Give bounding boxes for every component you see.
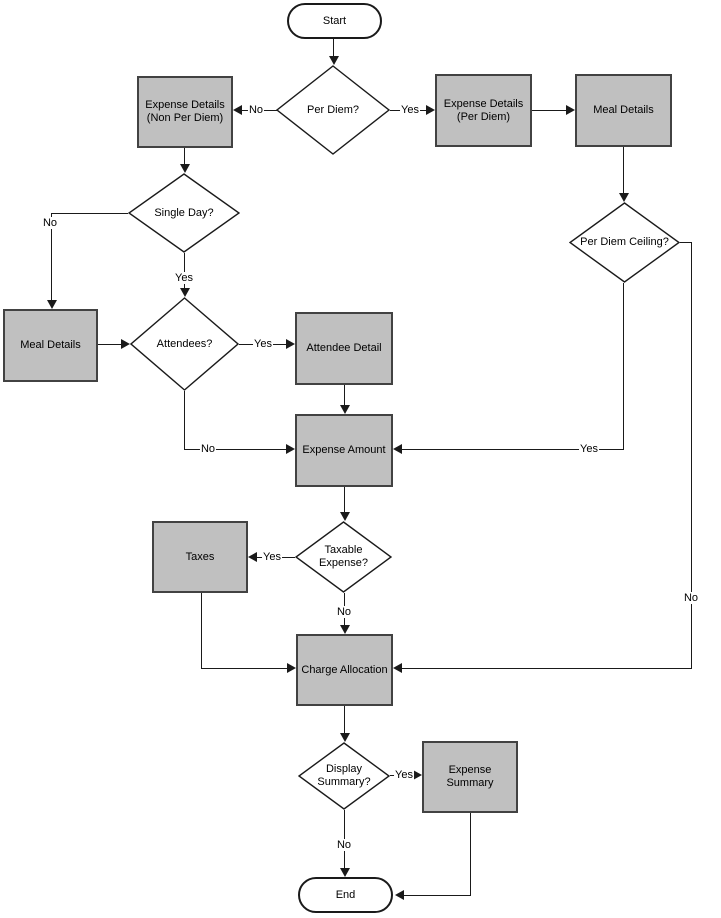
arrowhead bbox=[248, 552, 257, 562]
diamond-shape bbox=[569, 202, 680, 283]
edge-segment bbox=[344, 385, 345, 406]
edge-segment bbox=[403, 895, 471, 896]
node-label: Start bbox=[322, 14, 347, 27]
node-attendee-detail: Attendee Detail bbox=[295, 312, 393, 385]
node-start: Start bbox=[287, 3, 382, 39]
arrowhead bbox=[180, 164, 190, 173]
edge-segment bbox=[691, 242, 692, 668]
edge-segment bbox=[201, 593, 202, 669]
edge-label-attendees-no: No bbox=[199, 443, 217, 455]
arrowhead bbox=[566, 105, 575, 115]
arrowhead bbox=[329, 56, 339, 65]
arrowhead bbox=[286, 444, 295, 454]
arrowhead bbox=[340, 868, 350, 877]
node-label: Taxes bbox=[185, 550, 215, 563]
node-label: Charge Allocation bbox=[301, 663, 388, 676]
node-label: Expense Amount bbox=[302, 444, 386, 456]
arrowhead bbox=[340, 625, 350, 634]
edge-segment bbox=[623, 283, 624, 450]
arrowhead bbox=[393, 663, 402, 673]
edge-segment bbox=[680, 242, 692, 243]
edge-segment bbox=[51, 213, 52, 301]
node-attendees: Attendees? bbox=[130, 297, 239, 391]
edge-label-attendees-yes: Yes bbox=[253, 338, 273, 350]
diamond-shape bbox=[130, 297, 239, 391]
node-per-diem-ceiling: Per Diem Ceiling? bbox=[569, 202, 680, 283]
edge-label-single-day-yes: Yes bbox=[174, 272, 194, 284]
arrowhead bbox=[395, 890, 404, 900]
node-label: End bbox=[335, 888, 356, 901]
node-taxes: Taxes bbox=[152, 521, 248, 593]
node-label: Expense Details (Per Diem) bbox=[443, 97, 524, 123]
edge-segment bbox=[184, 449, 287, 450]
arrowhead bbox=[47, 300, 57, 309]
arrowhead bbox=[393, 444, 402, 454]
edge-label-taxable-no: No bbox=[335, 606, 353, 618]
diamond-shape bbox=[128, 173, 240, 253]
node-meal-details-right: Meal Details bbox=[575, 74, 672, 147]
node-single-day: Single Day? bbox=[128, 173, 240, 253]
diamond-shape bbox=[276, 65, 390, 155]
node-end: End bbox=[298, 877, 393, 913]
node-label: Per Diem? bbox=[307, 103, 359, 116]
node-expense-summary: Expense Summary bbox=[422, 741, 518, 813]
node-label: Attendees? bbox=[156, 337, 213, 350]
edge-segment bbox=[98, 344, 122, 345]
node-label: Attendee Detail bbox=[306, 342, 382, 354]
arrowhead bbox=[340, 512, 350, 521]
arrowhead bbox=[121, 339, 130, 349]
arrowhead bbox=[286, 339, 295, 349]
node-taxable-expense: Taxable Expense? bbox=[295, 521, 392, 593]
node-label: Meal Details bbox=[593, 104, 654, 116]
node-label: Single Day? bbox=[154, 206, 214, 219]
arrowhead bbox=[413, 770, 422, 780]
arrowhead bbox=[340, 405, 350, 414]
edge-segment bbox=[184, 253, 185, 289]
edge-label-ceiling-no: No bbox=[682, 592, 700, 604]
edge-label-per-diem-yes: Yes bbox=[400, 104, 420, 116]
edge-segment bbox=[532, 110, 567, 111]
node-label: Expense Details (Non Per Diem) bbox=[145, 99, 225, 124]
edge-segment bbox=[344, 706, 345, 734]
diamond-shape bbox=[298, 742, 390, 810]
node-display-summary: Display Summary? bbox=[298, 742, 390, 810]
edge-label-display-summary-yes: Yes bbox=[394, 769, 414, 781]
arrowhead bbox=[619, 193, 629, 202]
edge-segment bbox=[184, 391, 185, 450]
arrowhead bbox=[426, 105, 435, 115]
node-expense-amount: Expense Amount bbox=[295, 414, 393, 487]
node-label: Taxable Expense? bbox=[319, 544, 368, 569]
edge-segment bbox=[184, 148, 185, 165]
edge-label-taxable-yes: Yes bbox=[262, 551, 282, 563]
node-meal-details-left: Meal Details bbox=[3, 309, 98, 382]
node-label: Per Diem Ceiling? bbox=[580, 236, 669, 248]
edge-label-single-day-no: No bbox=[41, 217, 59, 229]
node-expense-details-non-per-diem: Expense Details (Non Per Diem) bbox=[137, 76, 233, 148]
edge-segment bbox=[623, 147, 624, 194]
diamond-shape bbox=[295, 521, 392, 593]
edge-segment bbox=[344, 487, 345, 513]
arrowhead bbox=[233, 105, 242, 115]
node-label: Display Summary? bbox=[317, 763, 371, 788]
arrowhead bbox=[340, 733, 350, 742]
node-label: Meal Details bbox=[20, 339, 81, 351]
node-charge-allocation: Charge Allocation bbox=[296, 634, 393, 706]
edge-segment bbox=[201, 668, 288, 669]
node-per-diem: Per Diem? bbox=[276, 65, 390, 155]
arrowhead bbox=[287, 663, 296, 673]
edge-label-display-summary-no: No bbox=[335, 839, 353, 851]
edge-segment bbox=[51, 213, 128, 214]
edge-segment bbox=[401, 668, 692, 669]
edge-segment bbox=[401, 449, 624, 450]
edge-label-per-diem-no: No bbox=[247, 104, 265, 116]
edge-label-ceiling-yes: Yes bbox=[579, 443, 599, 455]
arrowhead bbox=[180, 288, 190, 297]
edge-segment bbox=[470, 813, 471, 896]
node-expense-details-per-diem: Expense Details (Per Diem) bbox=[435, 74, 532, 147]
node-label: Expense Summary bbox=[446, 764, 494, 789]
edge-segment bbox=[333, 39, 334, 57]
